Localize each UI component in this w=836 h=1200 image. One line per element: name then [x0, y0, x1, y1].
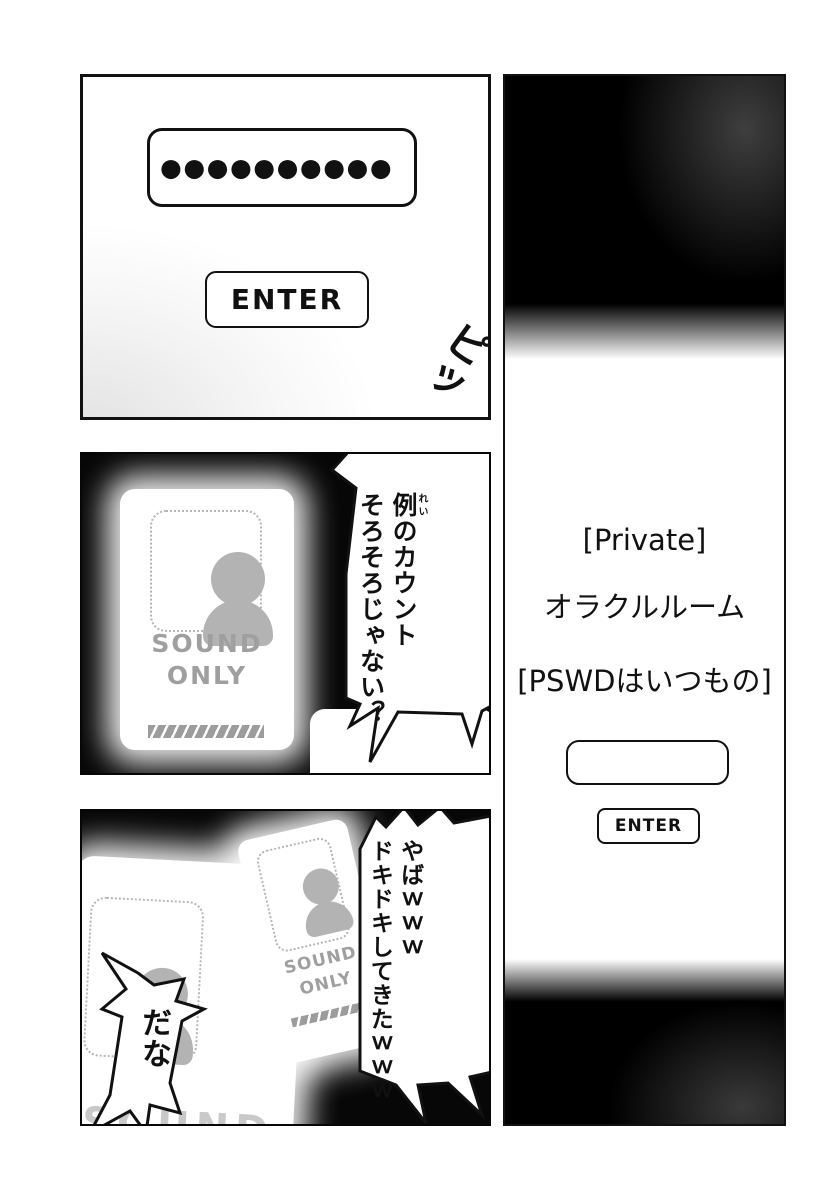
avatar-frame	[150, 510, 273, 646]
speech-bubble-dokidoki-text: やばｗｗｗ ドキドキしてきたｗｗｗ	[364, 839, 425, 1103]
speech-bubble-dana-shape	[93, 951, 208, 1124]
room-password-input[interactable]	[566, 740, 729, 785]
bubble-count-line1: 例れいのカウント	[389, 492, 427, 648]
bubble-doki-line1: やばｗｗｗ	[396, 839, 423, 959]
speech-bubble-dana: だな	[86, 951, 226, 1124]
room-privacy-label: [Private]	[582, 523, 707, 557]
enter-button-login[interactable]: ENTER	[205, 271, 369, 328]
bubble-count-line2: そろそろじゃない？	[356, 492, 386, 726]
stripe-bar	[148, 725, 264, 738]
panel-password-screen: ●●●●●●●●●● ENTER ピッ	[80, 74, 491, 420]
speech-bubble-dana-text: だな	[136, 1007, 171, 1069]
avatar-icon	[211, 552, 265, 606]
sound-only-card: SOUND ONLY	[120, 489, 294, 750]
chat-window-corner	[310, 709, 489, 773]
enter-button-room[interactable]: ENTER	[597, 808, 700, 844]
bubble-doki-line2: ドキドキしてきたｗｗｗ	[366, 839, 393, 1103]
sound-only-label-line2: ONLY	[166, 661, 248, 690]
speech-bubble-dokidoki-shape	[358, 811, 489, 1124]
panel-sound-only-chat: SOUND ONLY 例れいのカウント そろそろじゃない？	[80, 452, 491, 775]
password-field[interactable]: ●●●●●●●●●●	[147, 128, 417, 207]
beep-sfx-text: ピッ	[408, 310, 491, 408]
room-name: オラクルルーム	[543, 590, 746, 624]
panel-reaction: SOUND ONLY SOUND ONLY だな やばｗｗｗ ドキドキしてき	[80, 809, 491, 1126]
password-masked-value: ●●●●●●●●●●	[160, 153, 394, 182]
panel-private-room: [Private] オラクルルーム [PSWDはいつもの] ENTER	[503, 74, 786, 1126]
sound-only-label-line1: SOUND	[151, 629, 263, 658]
bottom-black-gradient	[505, 954, 784, 1124]
speech-bubble-count: 例れいのカウント そろそろじゃない？	[292, 454, 489, 773]
avatar-frame	[254, 835, 356, 954]
speech-bubble-count-shape	[329, 454, 489, 763]
top-black-gradient	[505, 76, 784, 368]
speech-bubble-dokidoki: やばｗｗｗ ドキドキしてきたｗｗｗ	[344, 811, 489, 1124]
speech-bubble-count-text: 例れいのカウント そろそろじゃない？	[354, 492, 428, 726]
room-password-hint: [PSWDはいつもの]	[517, 664, 772, 698]
